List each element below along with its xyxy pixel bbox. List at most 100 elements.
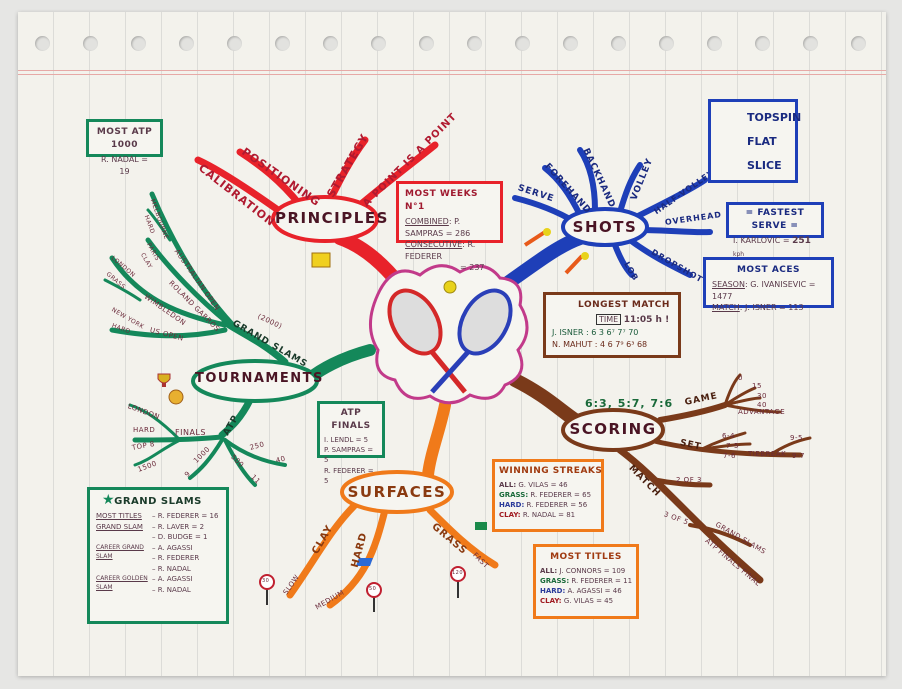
box-row: R. FEDERER = 5 <box>324 466 374 485</box>
value: R. FEDERER = 11 <box>571 577 633 586</box>
spin-types-box: TOPSPIN FLAT SLICE <box>708 99 802 183</box>
trophy-icon <box>157 373 171 387</box>
spin-slice: SLICE <box>747 159 782 172</box>
set-score: 9-5 <box>790 434 803 442</box>
game-point: 15 <box>752 382 762 390</box>
binder-hole <box>515 36 530 51</box>
box-title: MOST ACES <box>736 265 801 275</box>
set-tiebreak: TIEBREAK <box>748 450 787 458</box>
score: 6 3 6⁷ 7⁷ 70 <box>591 328 639 338</box>
player: N. MAHUT : <box>552 339 598 349</box>
value: R. NADAL = 81 <box>522 511 576 520</box>
grand-slams-box: ★ GRAND SLAMS MOST TITLES– R. FEDERER = … <box>87 487 229 624</box>
game-point: 40 <box>757 401 767 409</box>
fireball-icon <box>523 228 551 247</box>
label: GRAND SLAM <box>96 522 143 531</box>
label: CAREER GRAND SLAM <box>96 543 144 560</box>
game-point: 30 <box>757 392 767 400</box>
box-line: R. NADAL = 19 <box>100 155 148 176</box>
binder-hole <box>275 36 290 51</box>
box-title: MOST WEEKS N°1 <box>405 189 479 213</box>
star-icon: ★ <box>102 492 115 508</box>
label: TIME <box>596 314 622 326</box>
label: ALL: <box>499 481 517 490</box>
box-title: LONGEST MATCH <box>578 300 670 310</box>
scroll-icon <box>311 252 331 268</box>
value: G. VILAS = 45 <box>563 597 614 606</box>
binder-hole <box>227 36 242 51</box>
binder-hole <box>755 36 770 51</box>
value: 11:05 h ! <box>623 315 670 326</box>
box-row: I. LENDL = 5 <box>324 436 369 445</box>
hard-flag-icon <box>355 558 373 566</box>
label: ALL: <box>540 567 558 576</box>
value: = 237 <box>460 263 485 273</box>
value: – D. BUDGE = 1 <box>152 533 208 541</box>
label: MATCH <box>712 303 740 313</box>
binder-hole <box>419 36 434 51</box>
margin-line <box>18 74 886 75</box>
spin-flat: FLAT <box>747 135 777 148</box>
binder-hole <box>803 36 818 51</box>
value: : R. FEDERER <box>405 240 476 261</box>
player: J. ISNER : <box>552 328 589 338</box>
label: GRASS: <box>499 491 529 500</box>
node-shots: SHOTS <box>572 218 638 236</box>
label: GRASS: <box>540 577 570 586</box>
sign-value: 50 <box>369 586 377 592</box>
set-score: 6-4 <box>722 432 735 440</box>
value: – R. FEDERER = 16 <box>152 512 219 520</box>
binder-hole <box>851 36 866 51</box>
value: J. CONNORS = 109 <box>559 567 626 576</box>
rackets-icon <box>387 280 513 394</box>
most-weeks-box: MOST WEEKS N°1 COMBINED: P. SAMPRAS = 28… <box>396 181 503 272</box>
grass-flag-icon <box>475 522 487 530</box>
label: CLAY: <box>540 597 562 606</box>
label: HARD: <box>499 501 525 510</box>
match-format: 2 OF 3 <box>676 476 702 484</box>
game-point: 0 <box>738 374 743 382</box>
box-title: = FASTEST SERVE = <box>745 208 805 232</box>
longest-match-box: LONGEST MATCH TIME 11:05 h ! J. ISNER : … <box>543 292 681 358</box>
value: R. FEDERER = 65 <box>530 491 592 500</box>
fireball-icon <box>564 252 589 275</box>
value: : P. SAMPRAS = 286 <box>405 217 471 238</box>
value: : G. IVANISEVIC = 1477 <box>712 280 816 301</box>
node-surfaces: SURFACES <box>347 483 447 501</box>
box-title: MOST ATP 1000 <box>96 127 153 151</box>
fastest-serve-box: = FASTEST SERVE = I. KARLOVIC = 251 kph <box>726 202 824 258</box>
spin-topspin: TOPSPIN <box>747 111 802 124</box>
speed-signs <box>259 566 466 612</box>
binder-hole <box>323 36 338 51</box>
binder-hole <box>179 36 194 51</box>
binder-hole <box>611 36 626 51</box>
margin-line <box>18 70 886 71</box>
value: – R. NADAL <box>152 564 191 573</box>
binder-hole <box>83 36 98 51</box>
value: – R. LAVER = 2 <box>152 522 205 531</box>
node-tournaments: TOURNAMENTS <box>195 371 324 386</box>
node-principles: PRINCIPLES <box>275 209 389 227</box>
binder-hole <box>659 36 674 51</box>
binder-hole <box>35 36 50 51</box>
box-title: ATP FINALS <box>331 408 371 432</box>
binder-hole <box>707 36 722 51</box>
score: 4 6 7⁹ 6³ 68 <box>600 339 648 349</box>
winning-streaks-box: WINNING STREAKS ALL: G. VILAS = 46 GRASS… <box>492 459 604 532</box>
value: A. AGASSI = 46 <box>567 587 622 596</box>
binder-hole <box>467 36 482 51</box>
most-titles-box: MOST TITLES ALL: J. CONNORS = 109 GRASS:… <box>533 544 639 619</box>
label: CAREER GOLDEN SLAM <box>96 575 148 591</box>
label: CONSECUTIVE <box>405 240 463 250</box>
score-example: 6:3, 5:7, 7:6 <box>585 397 674 410</box>
label: HARD: <box>540 587 566 596</box>
value: R. FEDERER = 56 <box>526 501 588 510</box>
value: : J. ISNER = 113 <box>739 303 804 313</box>
most-aces-box: MOST ACES SEASON: G. IVANISEVIC = 1477 M… <box>703 257 834 312</box>
set-score: 9-7 <box>792 452 805 460</box>
sign-value: 30 <box>262 578 270 584</box>
game-point-advantage: ADVANTAGE <box>738 408 786 416</box>
box-title: MOST TITLES <box>550 552 622 562</box>
label: SEASON <box>712 280 745 290</box>
